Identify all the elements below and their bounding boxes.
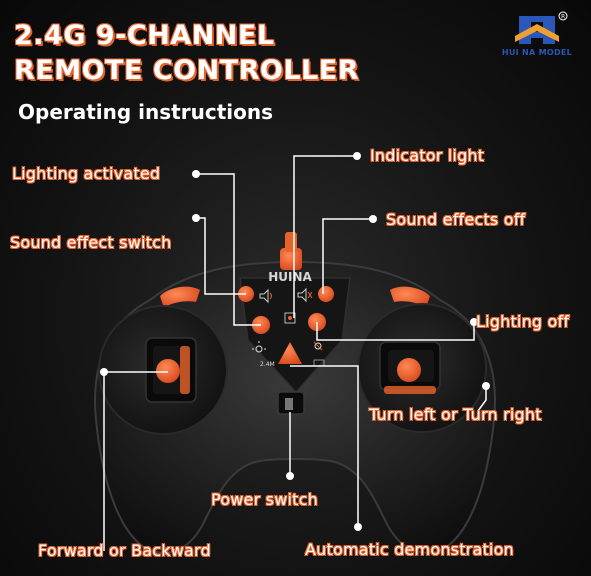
left-joystick[interactable] (98, 305, 228, 435)
right-joystick[interactable] (357, 303, 487, 433)
label-automatic-demonstration: Automatic demonstration (305, 540, 515, 560)
label-sound-effect-switch: Sound effect switch (9, 233, 172, 253)
indicator-light (288, 316, 292, 320)
page-subtitle: Operating instructions (18, 100, 273, 124)
indicator-light-icon (284, 312, 296, 324)
light-on-icon (252, 341, 266, 353)
automatic-demonstration-button[interactable] (278, 342, 302, 364)
sound-on-icon (259, 288, 272, 304)
antenna (280, 232, 302, 270)
huina-house-logo-icon: R (515, 11, 568, 44)
label-indicator-light: Indicator light (369, 146, 485, 166)
brand-logo: R HUI NA MODEL (497, 10, 577, 62)
label-forward-backward: Forward or Backward (38, 541, 212, 561)
light-off-icon (313, 341, 323, 351)
logo-text: HUI NA MODEL (501, 48, 573, 57)
title-line-2: REMOTE CONTROLLER (13, 54, 359, 87)
left-shoulder-button[interactable] (160, 286, 200, 308)
svg-text:R: R (561, 14, 565, 21)
callout-lines (103, 155, 487, 551)
label-turn-left-right: Turn left or Turn right (369, 405, 542, 425)
sound-effects-off-button[interactable] (318, 286, 334, 302)
right-shoulder-button[interactable] (390, 286, 430, 308)
label-sound-effects-off: Sound effects off (385, 210, 526, 230)
frequency-badge: 2.4M (260, 361, 275, 368)
power-switch-slider[interactable] (285, 398, 293, 410)
registered-mark-icon (558, 11, 568, 21)
sound-off-icon (297, 287, 313, 303)
label-lighting-off: Lighting off (475, 312, 570, 332)
callout-dots (100, 152, 490, 531)
label-power-switch: Power switch (211, 490, 319, 510)
title-line-1: 2.4G 9-CHANNEL (13, 19, 275, 52)
label-lighting-activated: Lighting activated (11, 164, 161, 184)
controller-brand-text: HUINA (268, 270, 312, 284)
